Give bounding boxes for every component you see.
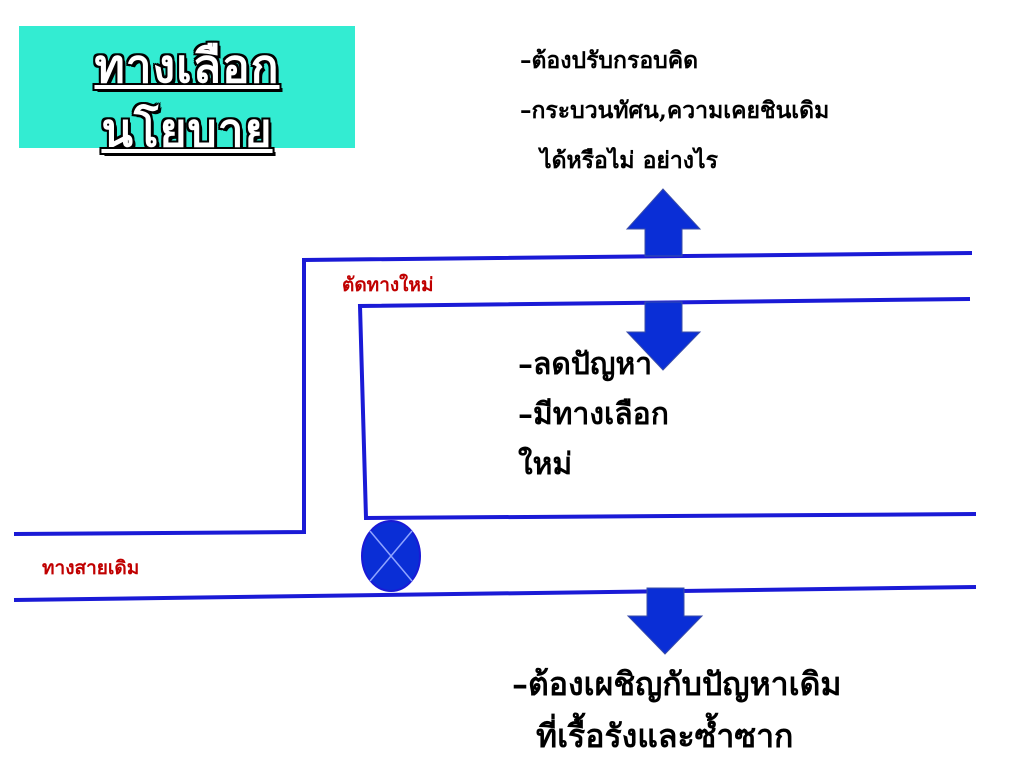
bottom-note-1: –ต้องเผชิญกับปัญหาเดิม — [512, 665, 842, 703]
down-arrow-bottom — [626, 587, 704, 655]
blocked-circle-icon — [361, 520, 421, 592]
top-note-1: –ต้องปรับกรอบคิด — [520, 47, 699, 74]
middle-notes: –ลดปัญหา –มีทางเลือก ใหม่ — [518, 340, 669, 490]
bottom-notes: –ต้องเผชิญกับปัญหาเดิม ที่เรื้อรังและซ้ำ… — [512, 658, 841, 762]
bottom-note-2: ที่เรื้อรังและซ้ำซาก — [536, 717, 794, 755]
title-box: ทางเลือก นโยบาย — [19, 26, 355, 157]
title-line-1: ทางเลือก — [94, 39, 280, 93]
title-line-2: นโยบาย — [101, 103, 273, 157]
old-road-upper-line — [13, 251, 973, 536]
middle-note-2: –มีทางเลือก — [518, 397, 669, 432]
middle-note-3: ใหม่ — [518, 447, 573, 482]
top-notes: –ต้องปรับกรอบคิด –กระบวนทัศน,ความเคยชินเ… — [520, 36, 829, 186]
up-arrow — [625, 188, 702, 257]
new-road-label: ตัดทางใหม่ — [342, 274, 434, 296]
old-road-lower-line — [13, 585, 977, 602]
down-arrow-middle — [625, 301, 702, 371]
top-note-2: –กระบวนทัศน,ความเคยชินเดิม — [520, 97, 830, 124]
old-road-label: ทางสายเดิม — [42, 557, 140, 579]
middle-note-1: –ลดปัญหา — [518, 347, 653, 382]
top-note-3: ได้หรือไม่ อย่างไร — [540, 147, 718, 174]
